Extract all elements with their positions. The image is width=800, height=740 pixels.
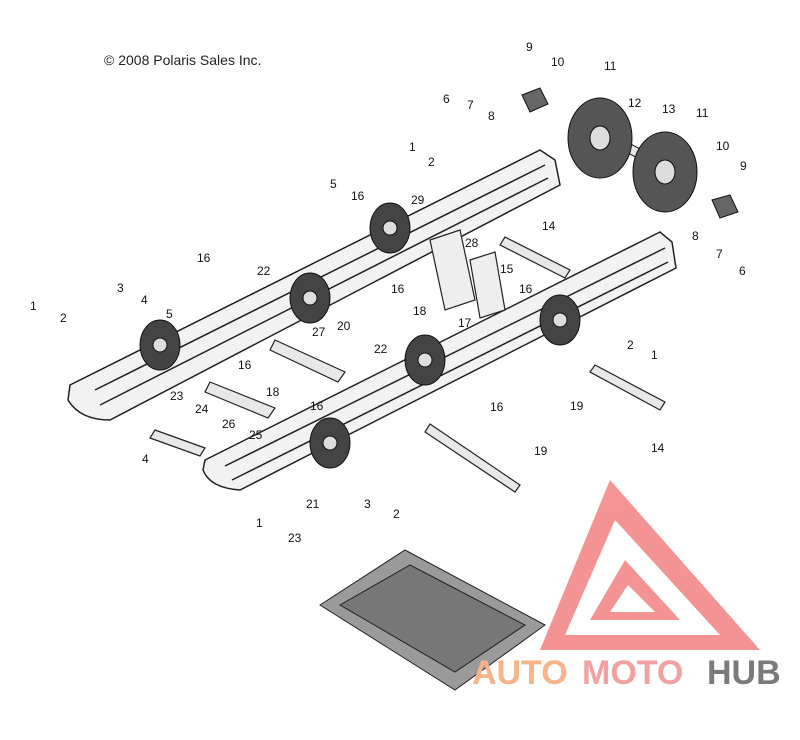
callout-label: 2: [428, 155, 435, 169]
callout-label: 2: [627, 338, 634, 352]
center-bracket: [429, 229, 506, 319]
callout-label: 23: [170, 389, 184, 403]
watermark-auto: AUTO: [472, 654, 568, 692]
callout-label: 26: [222, 417, 236, 431]
callout-label: 11: [604, 59, 617, 73]
callout-label: 2: [60, 311, 67, 325]
callout-label: 9: [526, 40, 533, 54]
callout-label: 6: [739, 264, 746, 278]
callout-label: 5: [166, 307, 173, 321]
watermark-logo-icon: [540, 480, 760, 650]
callout-label: 27: [312, 325, 326, 339]
callout-label: 13: [662, 102, 676, 116]
callout-label: 4: [142, 452, 149, 466]
callout-label: 16: [391, 282, 405, 296]
callout-label: 5: [330, 177, 337, 191]
watermark-text: AUTO MOTO HUB: [472, 654, 781, 692]
callout-label: 16: [310, 399, 324, 413]
callout-label: 20: [337, 319, 351, 333]
callout-label: 7: [467, 98, 474, 112]
callout-label: 14: [651, 441, 665, 455]
callout-label: 9: [740, 159, 747, 173]
callout-label: 16: [238, 358, 252, 372]
callout-label: 15: [500, 262, 514, 276]
callout-label: 6: [443, 92, 450, 106]
callout-label: 12: [628, 96, 642, 110]
copyright-text: © 2008 Polaris Sales Inc.: [104, 52, 262, 68]
callout-label: 16: [490, 400, 504, 414]
callout-label: 3: [364, 497, 371, 511]
callout-label: 21: [306, 497, 320, 511]
callout-label: 22: [257, 264, 271, 278]
callout-label: 2: [393, 507, 400, 521]
callout-label: 16: [351, 189, 365, 203]
callout-labels: 9 10 11 12 13 11 10 9 6 7 8 1 2 5 16 29 …: [30, 40, 747, 545]
callout-label: 14: [542, 219, 556, 233]
callout-label: 4: [141, 293, 148, 307]
callout-label: 1: [651, 348, 658, 362]
callout-label: 24: [195, 402, 209, 416]
callout-label: 8: [692, 229, 699, 243]
callout-label: 8: [488, 109, 495, 123]
callout-label: 10: [551, 55, 565, 69]
callout-label: 3: [117, 281, 124, 295]
callout-label: 1: [256, 516, 263, 530]
callout-label: 16: [519, 282, 533, 296]
callout-label: 7: [716, 247, 723, 261]
callout-label: 23: [288, 531, 302, 545]
watermark-hub: HUB: [707, 654, 781, 692]
rear-axle-assembly: [521, 87, 739, 219]
callout-label: 19: [534, 444, 548, 458]
watermark-moto: MOTO: [582, 654, 683, 692]
callout-label: 18: [413, 304, 427, 318]
cross-shafts: [149, 236, 666, 493]
callout-label: 28: [465, 236, 479, 250]
callout-label: 17: [458, 316, 472, 330]
callout-label: 1: [409, 140, 416, 154]
callout-label: 16: [197, 251, 211, 265]
callout-label: 18: [266, 385, 280, 399]
callout-label: 29: [411, 193, 425, 207]
callout-label: 25: [249, 428, 263, 442]
track: [319, 549, 546, 691]
callout-label: 11: [696, 106, 709, 120]
callout-label: 1: [30, 299, 37, 313]
callout-label: 19: [570, 399, 584, 413]
idler-wheel-hubs: [152, 220, 568, 451]
callout-label: 22: [374, 342, 388, 356]
callout-label: 10: [716, 139, 730, 153]
